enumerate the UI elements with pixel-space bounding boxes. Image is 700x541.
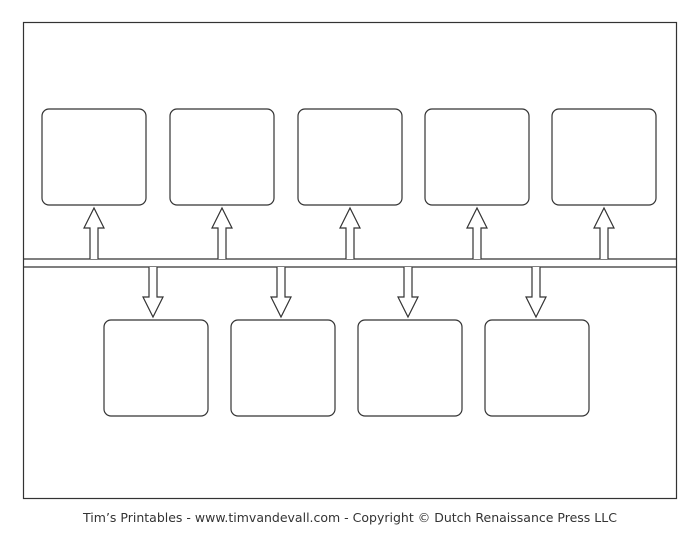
upper-event-box[interactable] (41, 108, 147, 206)
up-arrow (339, 206, 361, 259)
copyright-footer: Tim’s Printables - www.timvandevall.com … (83, 510, 617, 525)
upper-event-box[interactable] (169, 108, 275, 206)
lower-event-box[interactable] (484, 319, 590, 417)
down-arrow (397, 267, 419, 319)
upper-event-box[interactable] (424, 108, 530, 206)
up-arrow (593, 206, 615, 259)
upper-event-box[interactable] (297, 108, 403, 206)
upper-event-box[interactable] (551, 108, 657, 206)
lower-event-box[interactable] (230, 319, 336, 417)
lower-event-box[interactable] (357, 319, 463, 417)
down-arrow (270, 267, 292, 319)
down-arrow (525, 267, 547, 319)
outer-frame (22, 21, 678, 500)
lower-event-box[interactable] (103, 319, 209, 417)
down-arrow (142, 267, 164, 319)
up-arrow (211, 206, 233, 259)
up-arrow (466, 206, 488, 259)
up-arrow (83, 206, 105, 259)
